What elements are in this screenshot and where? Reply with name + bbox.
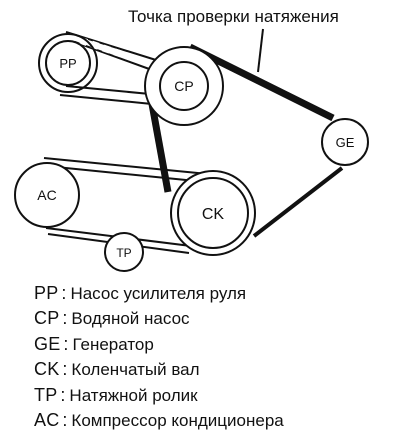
- legend-description: Генератор: [72, 334, 154, 354]
- legend-description: Водяной насос: [71, 309, 190, 329]
- pulley-label-ge: GE: [336, 135, 355, 150]
- pulley-label-tp: TP: [116, 246, 131, 260]
- legend-description: Коленчатый вал: [71, 360, 200, 380]
- pulley-label-pp: PP: [59, 56, 76, 71]
- legend-item: AC : Компрессор кондиционера: [34, 408, 394, 433]
- tension-check-point-leader: [257, 28, 264, 73]
- water-pump-pulley: CP: [144, 46, 224, 126]
- legend-code: GE: [34, 333, 61, 354]
- pulley-label-ck: CK: [202, 206, 225, 223]
- legend-item: CP : Водяной насос: [34, 306, 394, 331]
- legend-separator: :: [62, 409, 68, 430]
- legend-description: Натяжной ролик: [69, 385, 198, 405]
- crankshaft-pulley: CK: [170, 170, 256, 256]
- legend-code: AC: [34, 409, 60, 430]
- legend-description: Компрессор кондиционера: [71, 410, 284, 430]
- tension-check-point-label: Точка проверки натяжения: [128, 7, 339, 26]
- power-steering-belt: [38, 31, 157, 105]
- pulley-label-ac: AC: [37, 187, 56, 203]
- legend-separator: :: [62, 308, 68, 329]
- pulley-label-cp: CP: [174, 78, 193, 94]
- legend-separator: :: [63, 333, 69, 354]
- legend-description: Насос усилителя руля: [70, 284, 247, 303]
- legend-item: GE : Генератор: [34, 332, 394, 357]
- tensioner-pulley: TP: [104, 232, 144, 272]
- drive-belt: [43, 43, 344, 254]
- legend-item: TP : Натяжной ролик: [34, 383, 394, 408]
- legend: PP : Насос усилителя руля CP : Водяной н…: [34, 281, 394, 433]
- legend-separator: :: [60, 384, 66, 405]
- legend-item: PP : Насос усилителя руля: [34, 281, 394, 306]
- legend-code: CK: [34, 359, 60, 380]
- legend-code: TP: [34, 384, 58, 405]
- ac-compressor-pulley: AC: [14, 162, 80, 228]
- legend-separator: :: [61, 283, 67, 303]
- legend-item: CK : Коленчатый вал: [34, 357, 394, 382]
- legend-separator: :: [62, 359, 68, 380]
- legend-code: CP: [34, 308, 60, 329]
- legend-code: PP: [34, 283, 59, 303]
- generator-pulley: GE: [321, 118, 369, 166]
